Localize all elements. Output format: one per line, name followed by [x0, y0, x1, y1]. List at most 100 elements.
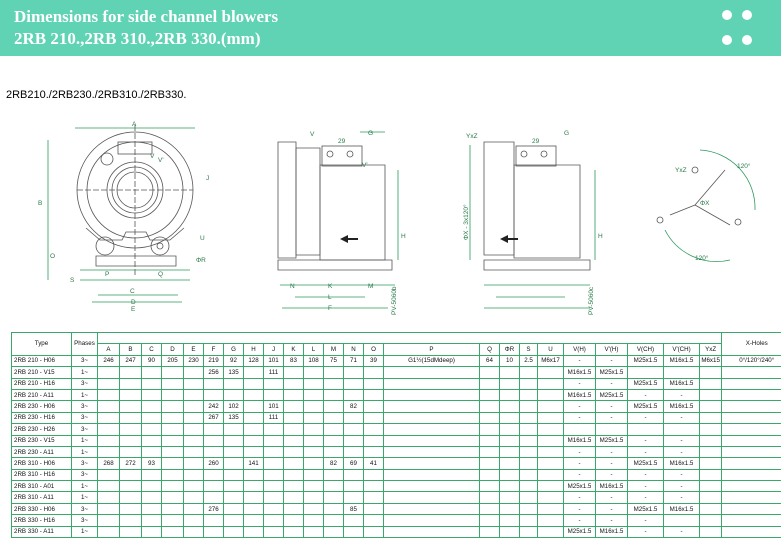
table-cell: M6x17 [537, 354, 564, 368]
type-cell: 2RB 230 - H06 [11, 400, 72, 413]
table-cell [141, 445, 162, 459]
table-cell [183, 377, 204, 390]
table-cell [479, 400, 500, 413]
table-cell [721, 445, 781, 459]
table-cell [721, 480, 781, 493]
table-cell: M25x1.5 [627, 400, 664, 413]
table-cell: 111 [263, 411, 284, 425]
table-cell [383, 366, 480, 379]
table-cell [383, 502, 480, 516]
table-cell [698, 400, 723, 413]
table-cell: 101 [263, 354, 284, 368]
label-M: M [368, 283, 373, 290]
table-cell [283, 377, 304, 390]
table-cell [343, 491, 364, 504]
table-cell [283, 445, 304, 459]
table-cell [263, 457, 284, 470]
table-cell: - [595, 468, 628, 482]
table-cell: - [563, 502, 596, 516]
table-cell [479, 411, 500, 425]
column-header: G [223, 343, 244, 356]
column-header: O [363, 343, 384, 356]
table-cell [119, 400, 142, 413]
table-cell [243, 377, 264, 390]
table-cell [119, 502, 142, 516]
table-cell: - [595, 400, 628, 413]
table-cell [161, 502, 184, 516]
table-cell [663, 366, 700, 379]
table-cell [283, 423, 304, 436]
table-cell [183, 491, 204, 504]
table-cell [243, 423, 264, 436]
column-header: L [303, 343, 324, 356]
table-cell [141, 514, 162, 527]
table-cell [243, 480, 264, 493]
table-cell [499, 434, 520, 447]
table-cell [343, 434, 364, 447]
table-cell [161, 491, 184, 504]
table-cell: 246 [97, 354, 120, 368]
type-cell: 2RB 310 - H06 [11, 457, 72, 470]
table-cell: 1~ [71, 388, 98, 402]
table-cell [519, 388, 538, 402]
table-cell [119, 388, 142, 402]
table-cell: 135 [223, 366, 244, 379]
table-cell: 267 [203, 411, 224, 425]
table-cell [141, 468, 162, 482]
table-cell [323, 445, 344, 459]
table-cell [383, 377, 480, 390]
table-cell [499, 366, 520, 379]
label-O: O [50, 253, 55, 260]
table-cell [283, 525, 304, 539]
table-cell [183, 468, 204, 482]
table-cell [323, 423, 344, 436]
table-cell: 3~ [71, 354, 98, 368]
table-cell: 82 [343, 400, 364, 413]
table-cell [141, 388, 162, 402]
table-cell: - [595, 491, 628, 504]
table-cell: 1~ [71, 445, 98, 459]
column-header: M [323, 343, 344, 356]
table-header-row: Type Phases X-Holes ΦX [11, 331, 781, 356]
table-cell [183, 400, 204, 413]
table-cell: 272 [119, 457, 142, 470]
table-cell [141, 434, 162, 447]
column-header: V(H) [563, 343, 596, 356]
table-cell [479, 457, 500, 470]
type-cell: 2RB 310 - A01 [11, 480, 72, 493]
table-cell [183, 480, 204, 493]
table-cell: 3~ [71, 377, 98, 390]
table-cell: - [595, 377, 628, 390]
table-cell: - [663, 434, 700, 447]
table-cell: 230 [183, 354, 204, 368]
table-cell: 111 [263, 366, 284, 379]
table-cell: - [595, 502, 628, 516]
table-cell: 64 [479, 354, 500, 368]
table-cell [263, 423, 284, 436]
table-cell [698, 525, 723, 539]
table-cell [303, 366, 324, 379]
table-cell [141, 502, 162, 516]
table-cell: 101 [263, 400, 284, 413]
table-cell: 93 [141, 457, 162, 470]
table-cell [97, 377, 120, 390]
table-cell [537, 468, 564, 482]
table-cell [97, 468, 120, 482]
table-cell [519, 445, 538, 459]
type-cell: 2RB 210 - V15 [11, 366, 72, 379]
table-cell [479, 445, 500, 459]
table-cell: - [563, 354, 596, 368]
table-cell [97, 366, 120, 379]
table-cell: 1~ [71, 491, 98, 504]
table-cell: - [627, 480, 664, 493]
table-cell: 69 [343, 457, 364, 470]
table-cell [363, 525, 384, 539]
table-cell [537, 514, 564, 527]
label-G: G [368, 130, 373, 137]
table-cell: - [663, 468, 700, 482]
table-cell [363, 434, 384, 447]
